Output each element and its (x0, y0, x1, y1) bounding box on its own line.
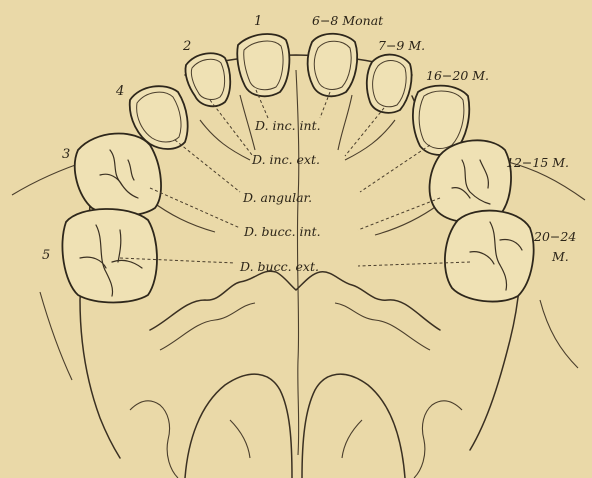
label-bucc-ext: D. bucc. ext. (239, 259, 319, 274)
second-molar-right (445, 211, 534, 302)
label-angular: D. angular. (242, 190, 312, 205)
tooth-number-4: 4 (115, 84, 124, 99)
tooth-number-3: 3 (62, 147, 70, 162)
tooth-number-5: 5 (42, 248, 50, 263)
second-molar-left (62, 209, 157, 303)
first-molar-right (430, 140, 511, 222)
age-canine: 16−20 M. (426, 68, 489, 83)
age-second-molar-line2: M. (551, 249, 569, 264)
lateral-incisor-right (367, 55, 412, 113)
label-bucc-int: D. bucc. int. (243, 224, 321, 239)
first-molar-left (75, 134, 161, 216)
age-lateral-incisor: 7−9 M. (378, 38, 425, 53)
tooth-number-1: 1 (254, 14, 262, 29)
tooth-number-2: 2 (182, 39, 191, 54)
lateral-incisor-left (185, 53, 230, 106)
label-inc-ext: D. inc. ext. (251, 152, 320, 167)
central-incisor-left (237, 34, 289, 96)
age-second-molar-line1: 20−24 (533, 229, 576, 244)
age-central-incisor: 6−8 Monat (312, 13, 384, 28)
age-first-molar: 12−15 M. (506, 155, 569, 170)
label-inc-int: D. inc. int. (254, 118, 321, 133)
central-incisor-right (308, 34, 358, 97)
